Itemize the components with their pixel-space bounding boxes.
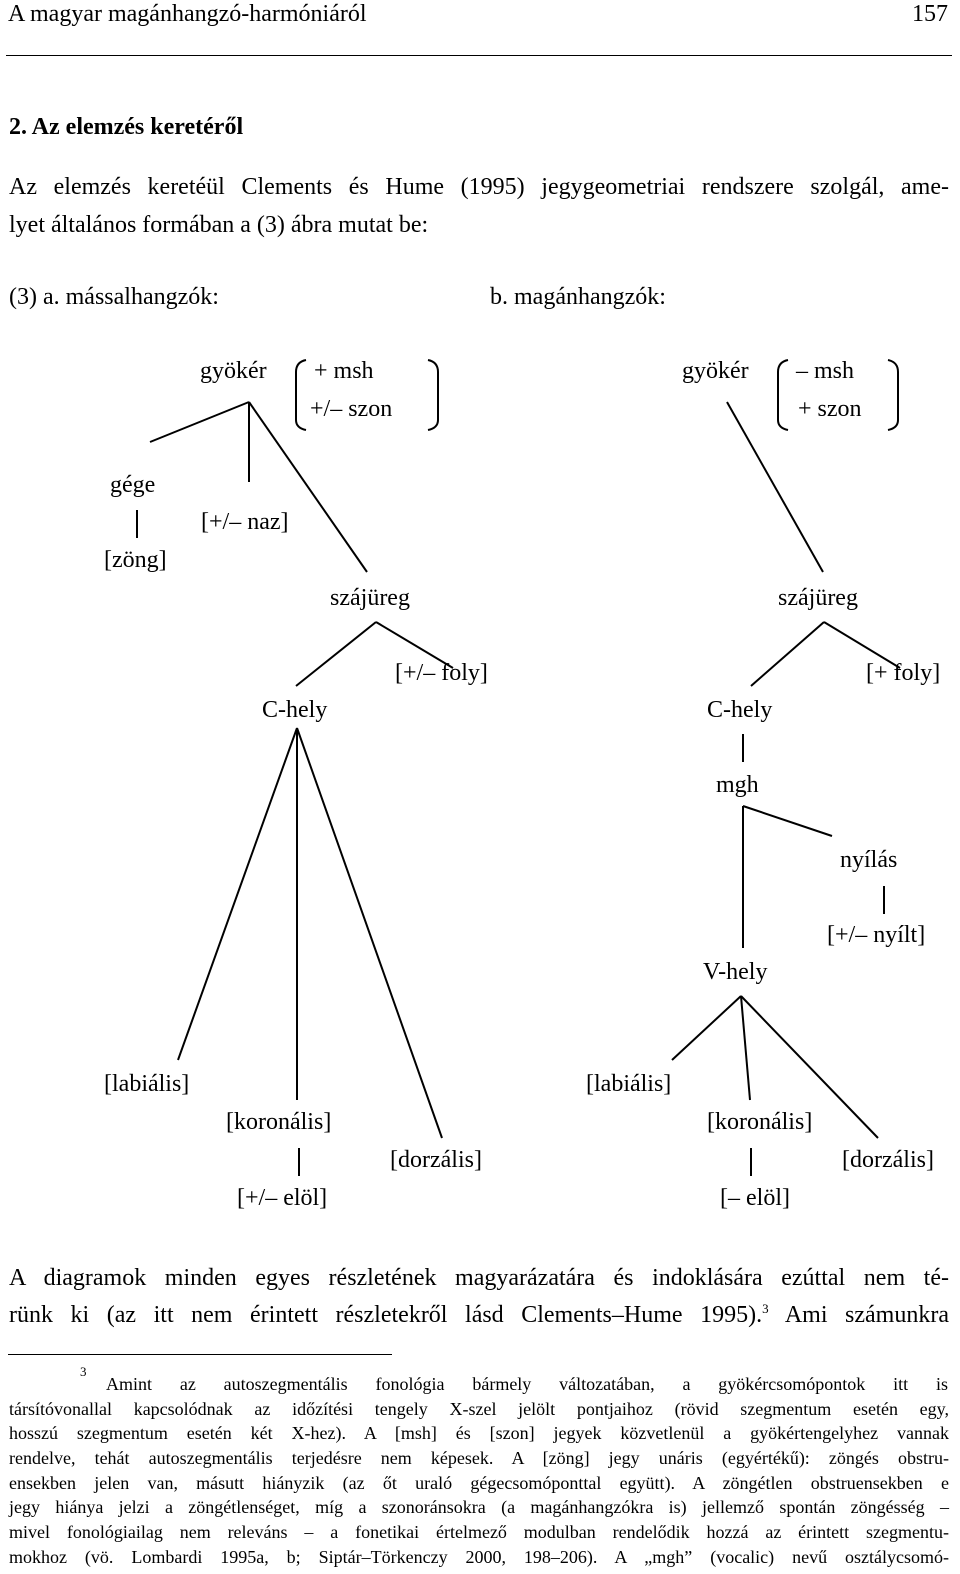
footnote-ref[interactable]: 3 — [762, 1301, 769, 1316]
b-anterior-feature: [– elöl] — [720, 1185, 790, 1211]
a-feature-msh: + msh — [314, 358, 374, 384]
a-nasal-feature: [+/– naz] — [201, 509, 289, 535]
footnote-rule — [8, 1354, 392, 1355]
b-open-feature: [+/– nyílt] — [827, 922, 926, 948]
para-line-2-tail: Ami számunkra — [768, 1302, 949, 1328]
line-oral-to-cplace — [295, 621, 377, 687]
a-voice-feature: [zöng] — [104, 547, 167, 573]
a-root-label: gyökér — [200, 358, 267, 384]
line-root-to-larynx — [149, 401, 250, 443]
a-larynx-label: gége — [110, 472, 156, 498]
figure-label-a: (3) a. mássalhangzók: — [9, 284, 219, 310]
footnote-line-5: ensekben jelen van, másutt hiányzik (az … — [9, 1473, 949, 1493]
para-line-1: A diagramok minden egyes részletének mag… — [9, 1265, 949, 1291]
line-root-to-oral — [248, 401, 368, 573]
intro-line-1: Az elemzés keretéül Clements és Hume (19… — [9, 174, 949, 200]
a-cplace-label: C-hely — [262, 697, 328, 723]
b-vplace-label: V-hely — [703, 959, 768, 985]
b-vocalic-label: mgh — [716, 772, 759, 798]
a-labial-feature: [labiális] — [104, 1071, 190, 1097]
para-line-2-text: rünk ki (az itt nem érintett részletekrő… — [9, 1302, 763, 1328]
footnote-line-1-text: Amint az autoszegmentális fonológia bárm… — [106, 1374, 948, 1394]
a-oral-label: szájüreg — [330, 585, 410, 611]
line-vplace-to-coronal — [740, 995, 751, 1101]
section-title: 2. Az elemzés keretéről — [9, 114, 244, 140]
a-cont-feature: [+/– foly] — [395, 660, 488, 686]
bracket-b-left — [777, 359, 789, 431]
bracket-b-right — [887, 359, 899, 431]
bracket-a-left — [295, 359, 307, 431]
para-line-2: rünk ki (az itt nem érintett részletekrő… — [9, 1296, 949, 1334]
b-oral-label: szájüreg — [778, 585, 858, 611]
running-header-title: A magyar magánhangzó-harmóniáról — [8, 1, 367, 27]
b-aperture-label: nyílás — [840, 847, 898, 873]
line-root-to-oral-b — [726, 401, 824, 573]
footnote-line-8: mokhoz (vö. Lombardi 1995a, b; Siptár–Tö… — [9, 1547, 949, 1567]
header-rule — [6, 55, 952, 56]
footnote-line-7: mivel fonológiailag nem releváns – a fon… — [9, 1522, 949, 1542]
footnote-line-4: rendelve, tehát autoszegmentális terjedé… — [9, 1448, 949, 1468]
b-coronal-feature: [koronális] — [707, 1109, 813, 1135]
a-dorsal-feature: [dorzális] — [390, 1147, 482, 1173]
b-cont-feature: [+ foly] — [866, 660, 941, 686]
figure-label-b: b. magánhangzók: — [490, 284, 666, 310]
b-feature-szon: + szon — [798, 396, 862, 422]
a-anterior-feature: [+/– elöl] — [237, 1185, 328, 1211]
line-cplace-to-labial — [177, 727, 298, 1061]
bracket-a-right — [427, 359, 439, 431]
line-oral-to-cont — [375, 621, 454, 669]
b-labial-feature: [labiális] — [586, 1071, 672, 1097]
b-root-label: gyökér — [682, 358, 749, 384]
a-coronal-feature: [koronális] — [226, 1109, 332, 1135]
line-cplace-to-dorsal — [296, 727, 443, 1139]
b-feature-msh: – msh — [796, 358, 855, 384]
page-number: 157 — [912, 1, 948, 27]
intro-line-2: lyet általános formában a (3) ábra mutat… — [9, 212, 429, 238]
line-vplace-to-dorsal — [740, 995, 879, 1139]
footnote-line-6: jegy hiánya jelzi a zöngétlenséget, míg … — [9, 1497, 949, 1517]
b-dorsal-feature: [dorzális] — [842, 1147, 934, 1173]
line-vocalic-to-aperture — [742, 805, 833, 837]
footnote-line-3: hosszú szegmentum esetén két X-hez). A [… — [9, 1423, 949, 1443]
a-feature-szon: +/– szon — [310, 396, 393, 422]
line-oral-to-cplace-b — [750, 621, 825, 687]
b-cplace-label: C-hely — [707, 697, 773, 723]
footnote-line-2: társítóvonallal kapcsolódnak az időzítés… — [9, 1399, 949, 1419]
line-vplace-to-labial — [671, 995, 742, 1061]
line-oral-to-cont-b — [823, 621, 901, 669]
